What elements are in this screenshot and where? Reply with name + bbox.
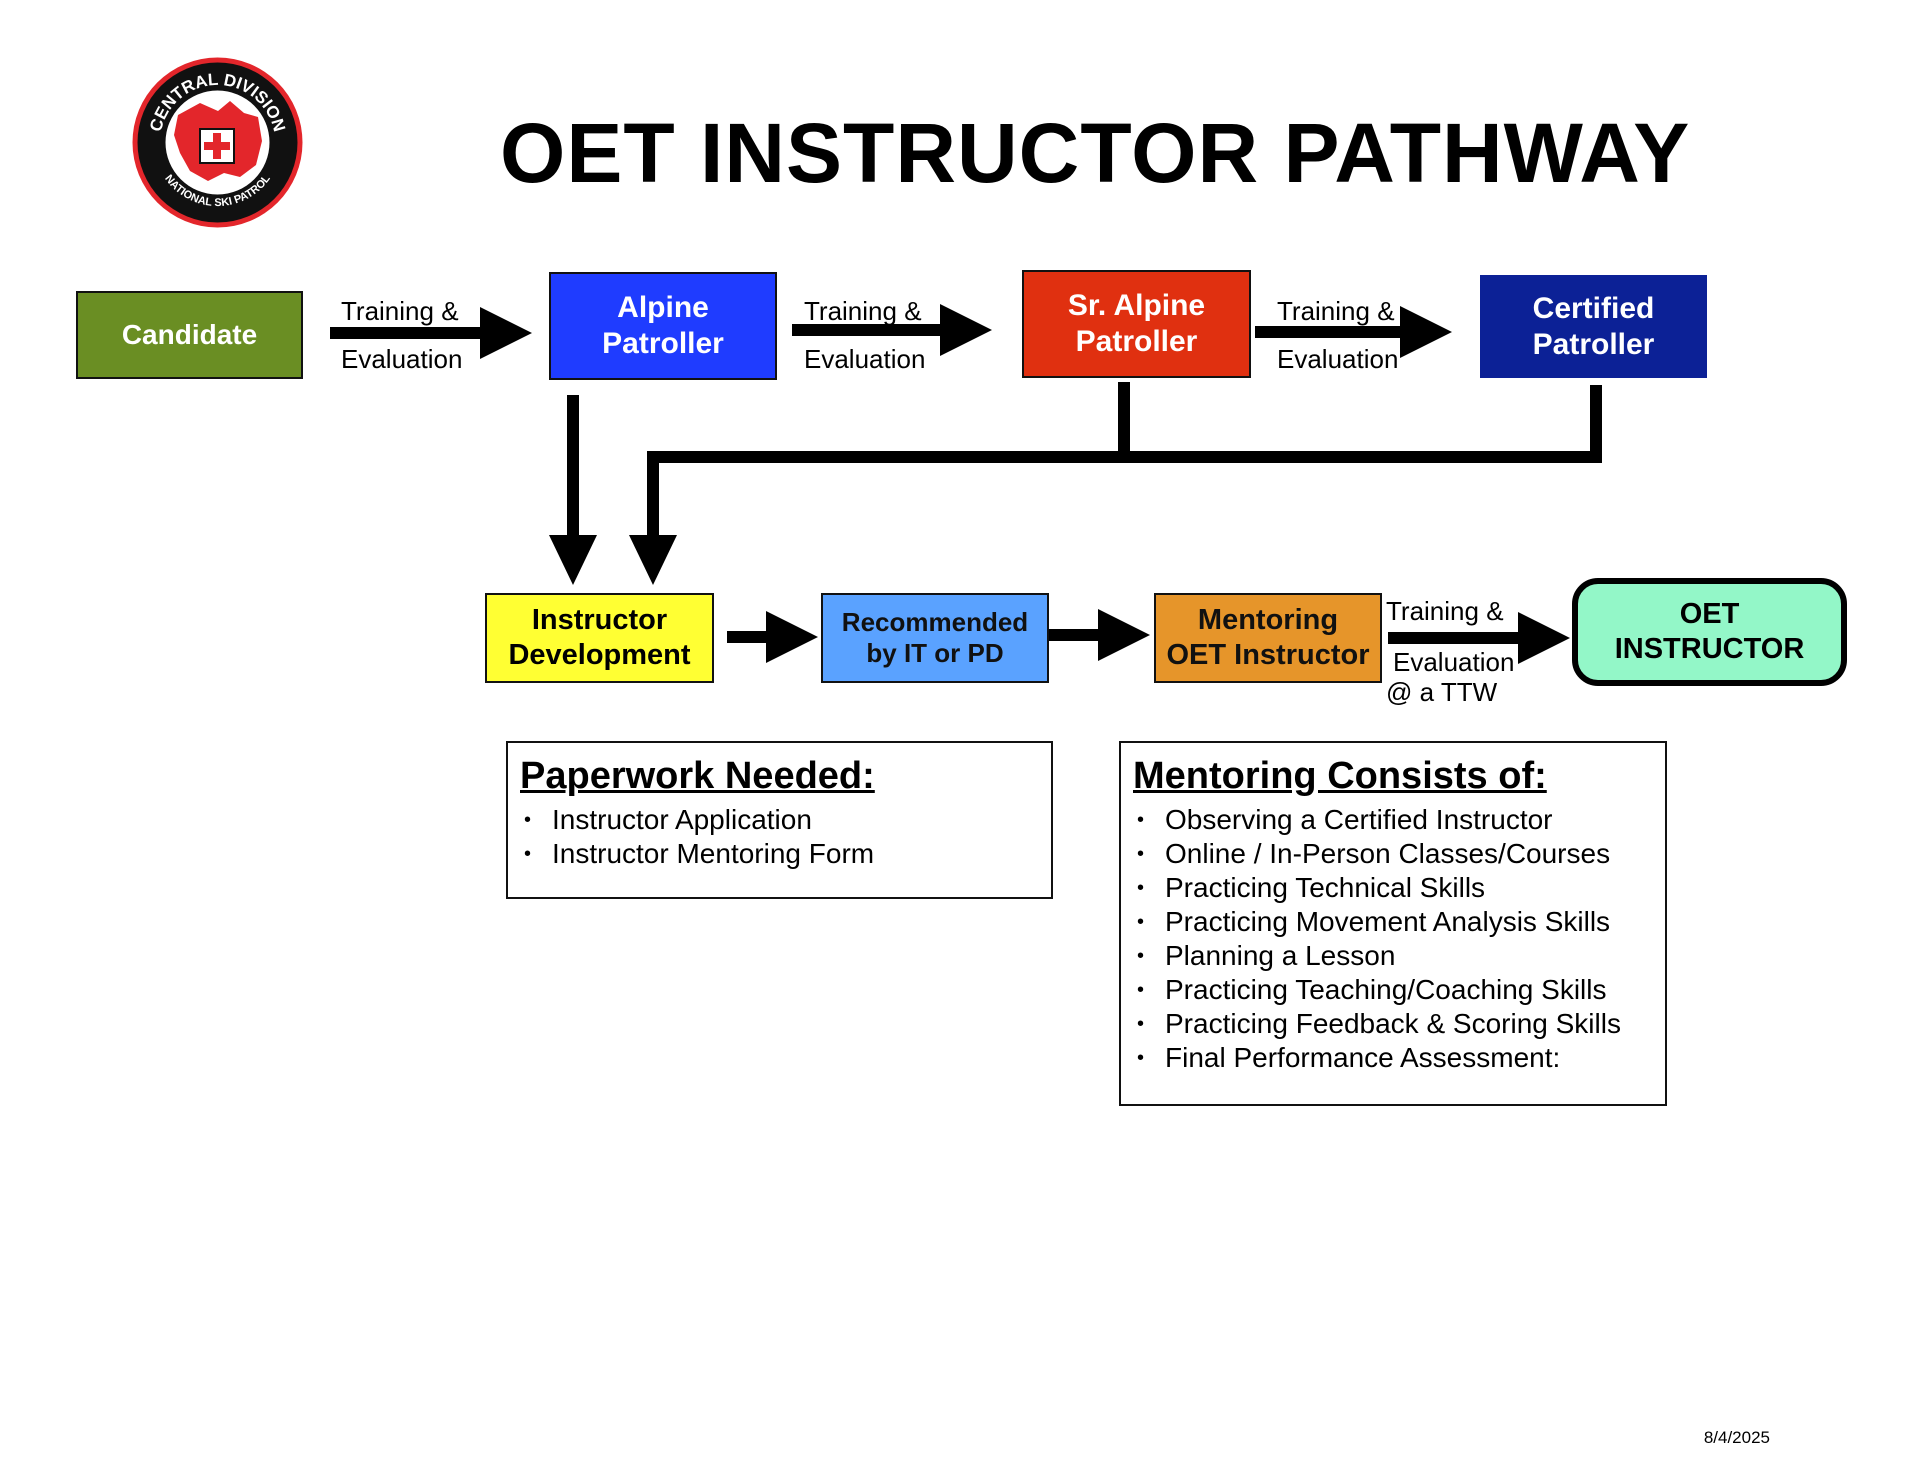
node-candidate-label: Candidate xyxy=(121,319,258,351)
edge-label-3-line1: Training & xyxy=(1277,296,1395,326)
node-certified-line1: Certified xyxy=(1532,291,1655,325)
list-item: Observing a Certified Instructor xyxy=(1133,803,1653,837)
central-division-logo: CENTRAL DIVISION NATIONAL SKI PATROL xyxy=(130,55,305,230)
paperwork-panel: Paperwork Needed: Instructor Application… xyxy=(506,741,1053,899)
edge-label-2-line2: Evaluation xyxy=(804,344,926,374)
node-certified-line2: Patroller xyxy=(1532,327,1655,361)
node-recommended-line2: by IT or PD xyxy=(866,638,1004,668)
node-alpine-line2: Patroller xyxy=(602,327,724,360)
edge-label-2-line1: Training & xyxy=(804,296,922,326)
node-sr-alpine-line2: Patroller xyxy=(1075,325,1198,358)
node-oet-line1: OET xyxy=(1679,598,1740,631)
edge-label-3-line2: Evaluation xyxy=(1277,344,1399,374)
arrow-head-sr-certified xyxy=(1400,306,1452,358)
edge-label-4-line2: Evaluation xyxy=(1393,647,1515,677)
arrow-head-bracket-down xyxy=(629,535,677,585)
node-sr-alpine-patroller: Sr. Alpine Patroller xyxy=(1022,270,1251,378)
node-recommended: Recommended by IT or PD xyxy=(821,593,1049,683)
page-title: OET INSTRUCTOR PATHWAY xyxy=(500,106,1691,200)
list-item: Instructor Mentoring Form xyxy=(520,837,1039,871)
node-instructor-dev-line2: Development xyxy=(508,639,691,671)
node-mentoring-line1: Mentoring xyxy=(1197,604,1339,637)
node-recommended-line1: Recommended xyxy=(841,606,1029,637)
list-item: Practicing Movement Analysis Skills xyxy=(1133,905,1653,939)
edge-label-4-line1: Training & xyxy=(1386,596,1504,626)
list-item: Instructor Application xyxy=(520,803,1039,837)
connector-to-instructor-dev xyxy=(647,451,1124,538)
list-item: Planning a Lesson xyxy=(1133,939,1653,973)
paperwork-list: Instructor Application Instructor Mentor… xyxy=(520,803,1039,871)
arrow-head-alpine-sr xyxy=(940,304,992,356)
list-item: Practicing Feedback & Scoring Skills xyxy=(1133,1007,1653,1041)
node-oet-line2: INSTRUCTOR xyxy=(1614,633,1805,665)
arrow-head-recommended-mentoring xyxy=(1098,609,1150,661)
edge-label-1-line1: Training & xyxy=(341,296,459,326)
logo-cross-horizontal xyxy=(204,142,230,150)
node-instructor-development: Instructor Development xyxy=(485,593,714,683)
edge-label-4-line3: @ a TTW xyxy=(1386,677,1498,707)
paperwork-heading: Paperwork Needed: xyxy=(520,755,875,797)
mentoring-list: Observing a Certified Instructor Online … xyxy=(1133,803,1653,1075)
list-item: Practicing Technical Skills xyxy=(1133,871,1653,905)
logo-svg: CENTRAL DIVISION NATIONAL SKI PATROL xyxy=(132,57,303,228)
arrow-head-candidate-alpine xyxy=(480,307,532,359)
arrow-head-dev-recommended xyxy=(766,611,818,663)
node-certified-patroller: Certified Patroller xyxy=(1480,275,1707,378)
node-alpine-patroller: Alpine Patroller xyxy=(549,272,777,380)
node-mentoring-oet-instructor: Mentoring OET Instructor xyxy=(1154,593,1382,683)
mentoring-heading: Mentoring Consists of: xyxy=(1133,755,1547,797)
node-alpine-line1: Alpine xyxy=(617,291,709,324)
arrow-head-alpine-down xyxy=(549,535,597,585)
list-item: Online / In-Person Classes/Courses xyxy=(1133,837,1653,871)
node-candidate: Candidate xyxy=(76,291,303,379)
node-oet-instructor: OET INSTRUCTOR xyxy=(1572,578,1847,686)
arrow-head-mentoring-oet xyxy=(1518,612,1570,664)
list-item: Practicing Teaching/Coaching Skills xyxy=(1133,973,1653,1007)
edge-label-1-line2: Evaluation xyxy=(341,344,463,374)
list-item: Final Performance Assessment: xyxy=(1133,1041,1653,1075)
node-mentoring-line2: OET Instructor xyxy=(1166,639,1370,671)
mentoring-panel: Mentoring Consists of: Observing a Certi… xyxy=(1119,741,1667,1106)
date-stamp: 8/4/2025 xyxy=(1703,1428,1770,1447)
node-instructor-dev-line1: Instructor xyxy=(531,604,668,637)
node-sr-alpine-line1: Sr. Alpine xyxy=(1067,289,1206,322)
connector-sr-certified xyxy=(1118,382,1602,463)
